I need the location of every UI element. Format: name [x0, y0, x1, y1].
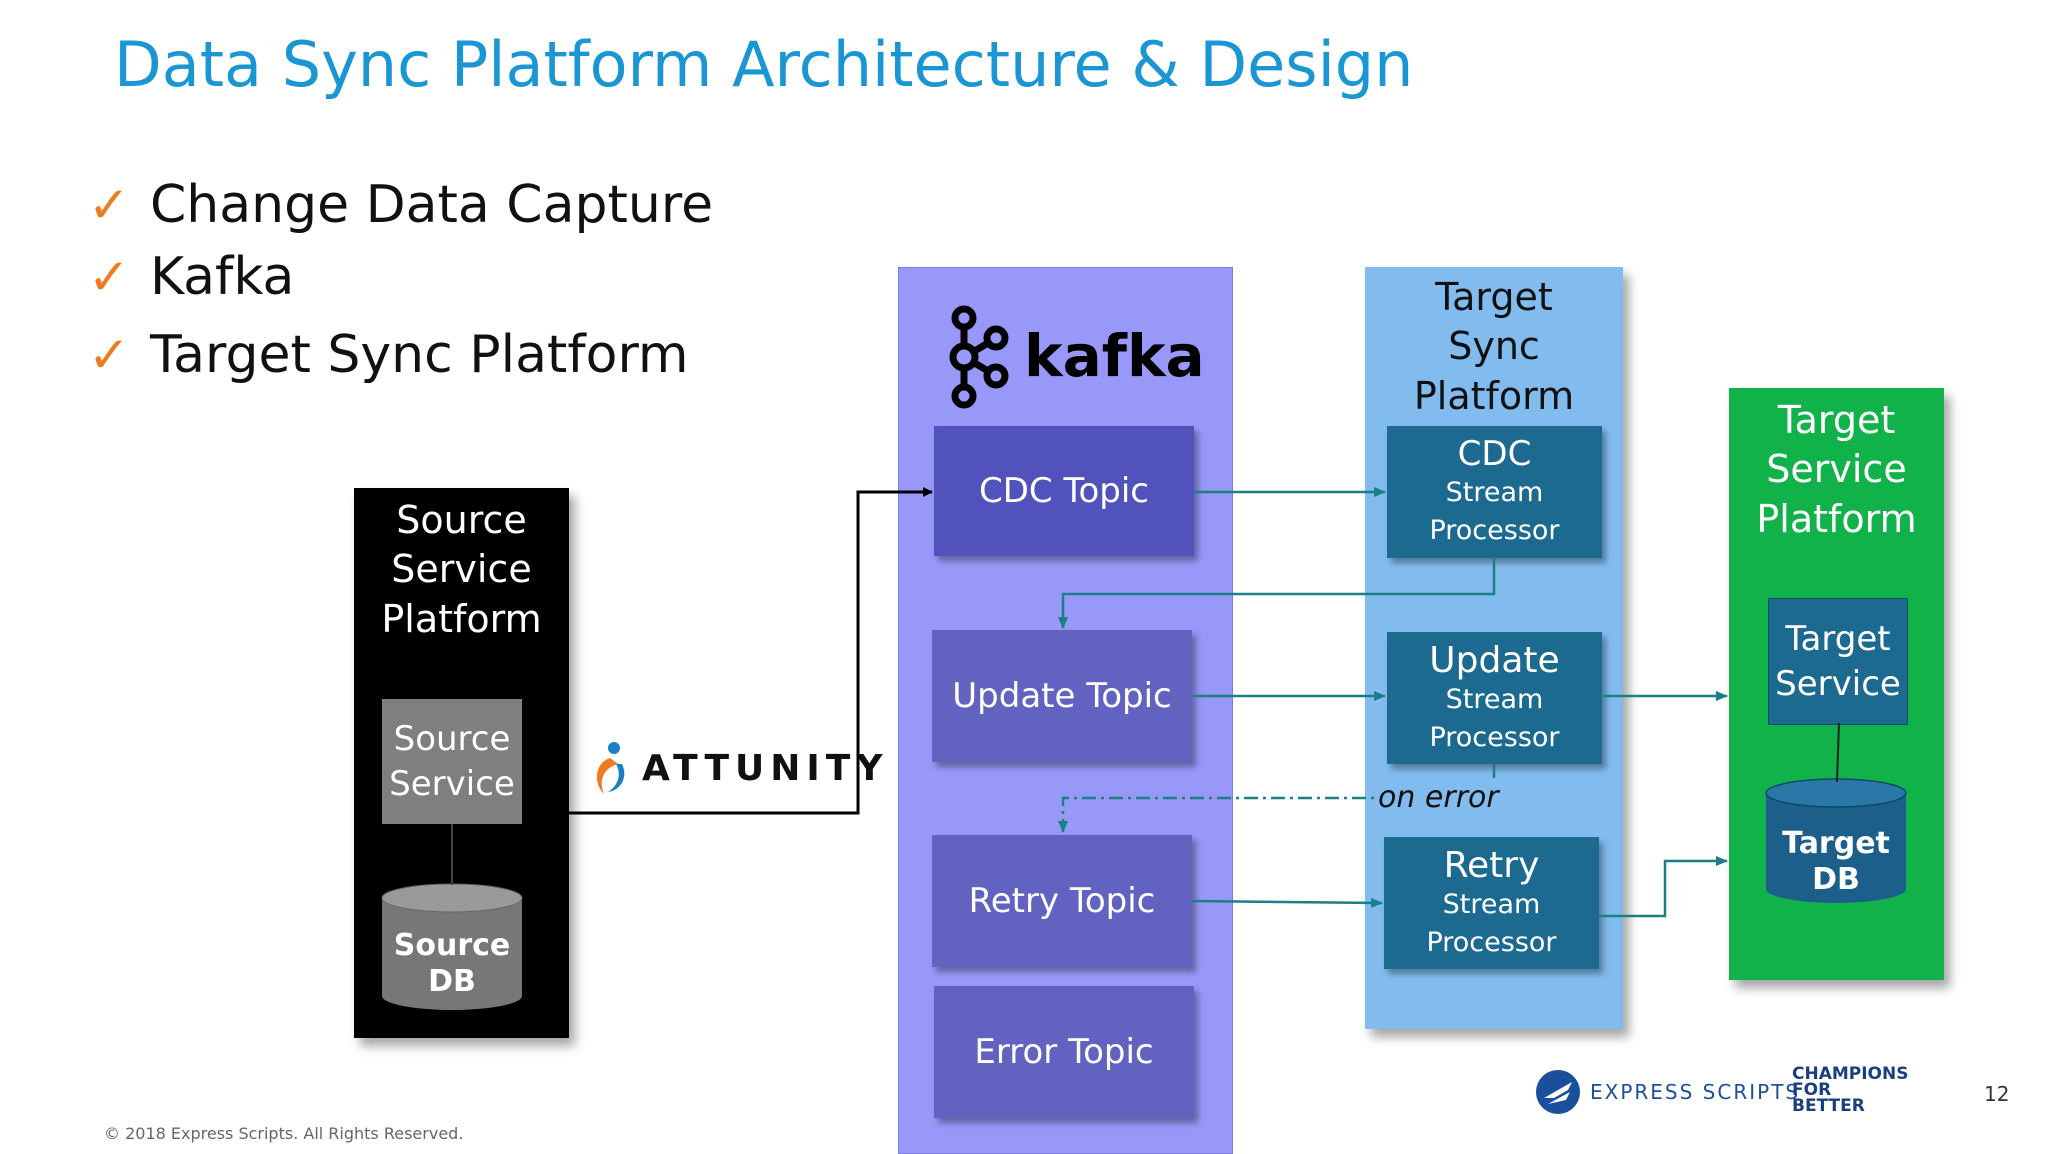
processor-cdc: CDC Stream Processor	[1387, 426, 1602, 558]
processor-to-update-topic-arrow	[1058, 558, 1496, 629]
processor-name: Update	[1429, 639, 1560, 681]
express-scripts-logo-icon	[1536, 1070, 1580, 1114]
target-db-label: Target DB	[1782, 826, 1890, 897]
slide-title: Data Sync Platform Architecture & Design	[114, 28, 1414, 101]
source-db-label: Source DB	[393, 928, 511, 999]
processor-sub: Stream Processor	[1429, 683, 1560, 753]
on-error-label: on error	[1374, 780, 1503, 815]
processor-update: Update Stream Processor	[1387, 632, 1602, 764]
bullet-text: Kafka	[150, 247, 295, 307]
bullet-item: ✓ Change Data Capture	[88, 175, 713, 235]
bullet-item: ✓ Target Sync Platform	[88, 325, 689, 385]
source-db-icon	[381, 883, 523, 1010]
attunity-logo-icon	[596, 742, 625, 794]
champions-for-better-logo: CHAMPIONS FOR BETTER	[1792, 1064, 1909, 1116]
champions-line: CHAMPIONS	[1792, 1064, 1909, 1084]
source-platform-title: Source Service Platform	[381, 498, 542, 641]
kafka-logo-icon	[949, 305, 1009, 409]
champions-line: FOR	[1792, 1080, 1832, 1100]
retry-to-processor-arrow	[1191, 897, 1383, 908]
kafka-logo-text: kafka	[1024, 322, 1205, 390]
kafka-topic-retry: Retry Topic	[932, 835, 1192, 967]
express-scripts-text: EXPRESS SCRIPTS	[1590, 1080, 1801, 1104]
on-error-arrow	[1058, 764, 1496, 833]
processor-name: Retry	[1443, 844, 1540, 886]
target-service-box: Target Service	[1768, 598, 1908, 725]
checkmark-icon: ✓	[88, 248, 130, 306]
source-service-box: Source Service	[382, 699, 522, 824]
champions-line: BETTER	[1792, 1096, 1865, 1116]
retry-to-target-arrow	[1599, 856, 1728, 918]
bullet-text: Target Sync Platform	[150, 325, 689, 385]
target-db-icon	[1765, 778, 1907, 903]
target-link	[1836, 722, 1840, 783]
target-sync-title: Target Sync Platform	[1413, 275, 1575, 418]
processor-retry: Retry Stream Processor	[1384, 837, 1599, 969]
page-number: 12	[1984, 1082, 2010, 1106]
checkmark-icon: ✓	[88, 176, 130, 234]
copyright-footer: © 2018 Express Scripts. All Rights Reser…	[104, 1124, 464, 1143]
target-platform-title: Target Service Platform	[1756, 398, 1917, 541]
kafka-topic-cdc: CDC Topic	[934, 426, 1194, 556]
checkmark-icon: ✓	[88, 326, 130, 384]
bullet-item: ✓ Kafka	[88, 247, 294, 307]
processor-name: CDC	[1457, 434, 1532, 475]
processor-sub: Stream Processor	[1426, 888, 1557, 958]
kafka-topic-update: Update Topic	[932, 630, 1192, 762]
kafka-topic-error: Error Topic	[934, 986, 1194, 1118]
cdc-ingest-arrow	[569, 487, 933, 815]
bullet-text: Change Data Capture	[150, 175, 714, 235]
attunity-label: ATTUNITY	[642, 748, 889, 789]
processor-sub: Stream Processor	[1429, 477, 1560, 546]
